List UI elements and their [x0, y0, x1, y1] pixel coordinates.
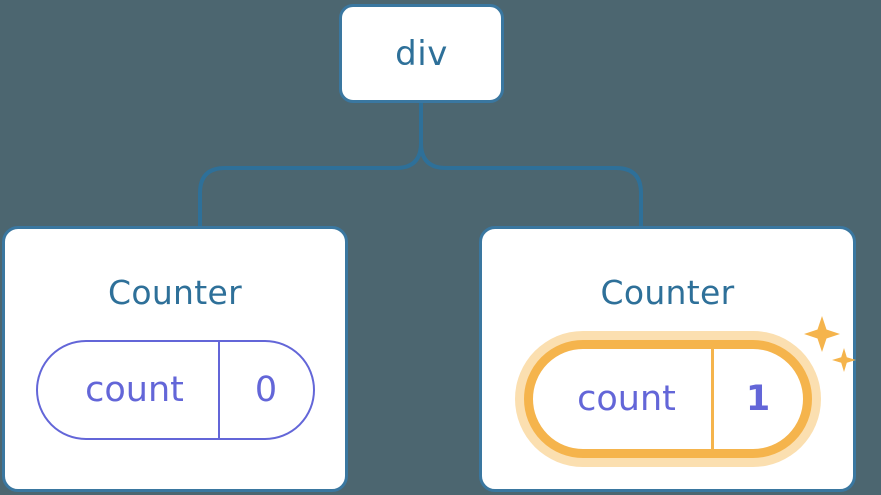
connector-root-to-right-child — [419, 101, 643, 228]
component-title: Counter — [600, 273, 735, 312]
sparkle-large-icon — [803, 316, 840, 352]
root-node-label: div — [395, 33, 448, 74]
state-value-label: 0 — [217, 342, 313, 438]
state-pill-wrapper: count 0 — [35, 340, 315, 440]
sparkle-small-icon — [831, 348, 856, 372]
node-root-div[interactable]: div — [339, 4, 504, 103]
state-key-label: count — [85, 370, 184, 410]
node-counter-right[interactable]: Counter count 1 — [479, 226, 856, 492]
state-value-label: 1 — [710, 349, 803, 449]
state-pill-count-highlighted[interactable]: count 1 — [523, 340, 812, 458]
state-pill-count[interactable]: count 0 — [35, 340, 315, 440]
connector-root-to-left-child — [198, 101, 423, 228]
component-title: Counter — [108, 273, 242, 312]
state-key-label: count — [577, 379, 676, 419]
sparkles-group — [803, 316, 856, 372]
node-counter-left[interactable]: Counter count 0 — [2, 226, 348, 492]
state-pill-wrapper: count 1 — [523, 316, 856, 458]
